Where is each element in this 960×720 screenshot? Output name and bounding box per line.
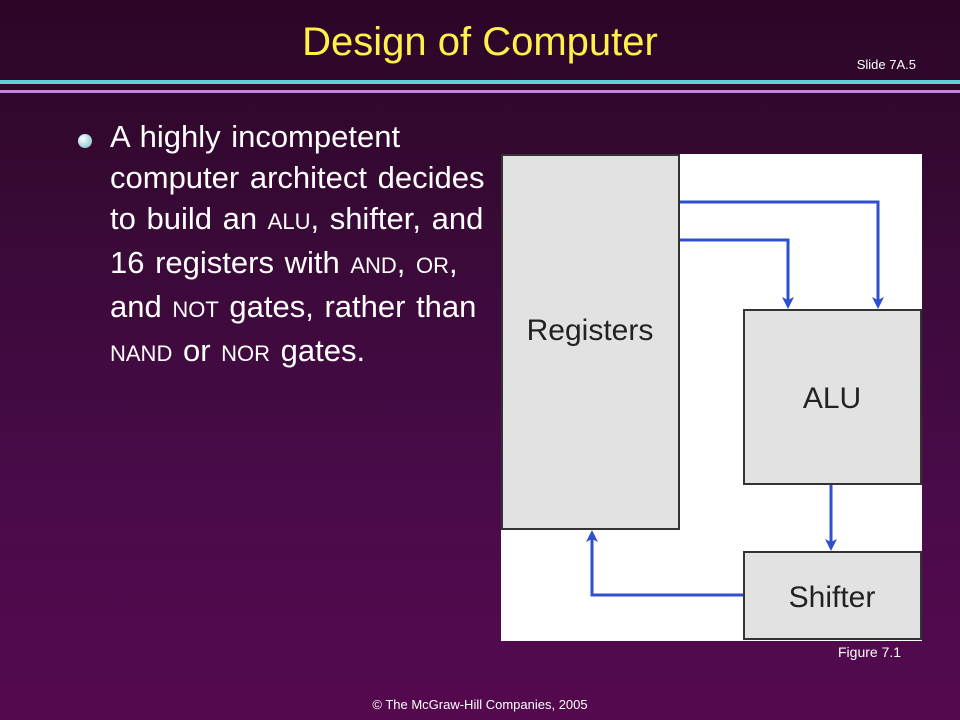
term-nand: NAND (110, 341, 173, 366)
slide-number: Slide 7A.5 (856, 57, 916, 72)
text-run: , shifter, and 16 registers with (110, 201, 484, 280)
term-not: NOT (172, 297, 219, 322)
figure-caption: Figure 7.1 (838, 644, 902, 660)
term-and: AND (350, 253, 397, 278)
term-or: OR (416, 253, 450, 278)
term-nor: NOR (221, 341, 271, 366)
alu-label: ALU (803, 382, 861, 415)
text-run: , and (110, 245, 458, 324)
alu-block (743, 309, 922, 485)
title-divider-violet (0, 90, 960, 93)
registers-label: Registers (527, 314, 654, 347)
text-run: or (172, 333, 222, 368)
text-run: gates. (270, 333, 366, 368)
block-diagram-svg: Registers ALU Shifter (501, 154, 922, 640)
bullet-text: A highly incompetent computer architect … (110, 116, 490, 374)
shifter-label: Shifter (789, 581, 876, 614)
text-run: gates, rather than (218, 289, 477, 324)
text-run: , (396, 245, 417, 280)
shifter-to-registers-arrow (586, 530, 743, 597)
title-divider-cyan (0, 80, 960, 84)
shifter-block (743, 551, 922, 640)
term-alu: ALU (267, 209, 311, 234)
text-run: A highly incompetent computer architect … (110, 119, 485, 236)
registers-to-alu-arrow-a (680, 200, 884, 309)
copyright-footer: © The McGraw-Hill Companies, 2005 (372, 697, 588, 712)
registers-to-alu-arrow-b (680, 238, 794, 309)
bullet-icon (78, 134, 92, 148)
registers-block (501, 154, 680, 530)
slide-title: Design of Computer (302, 20, 658, 64)
block-diagram: Registers ALU Shifter (501, 154, 922, 641)
